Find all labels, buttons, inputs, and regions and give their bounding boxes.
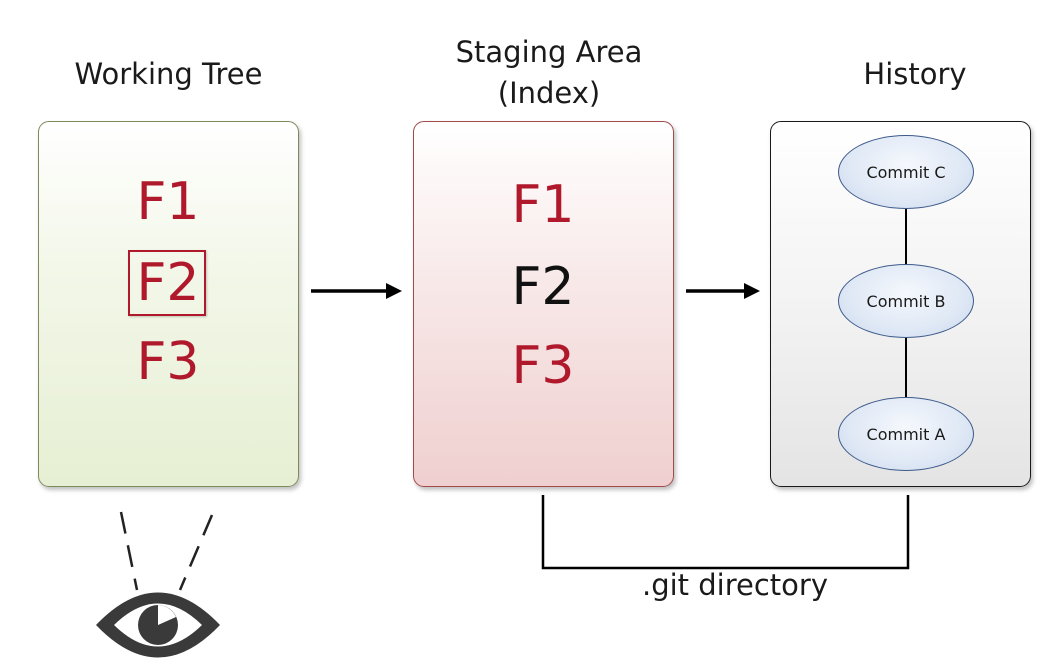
staging-file-f1: F1 xyxy=(511,175,575,235)
working-tree-panel xyxy=(38,121,299,487)
commit-a-node: Commit A xyxy=(838,397,974,471)
git-directory-bracket xyxy=(541,495,910,570)
staging-area-title: Staging Area xyxy=(455,35,643,69)
commit-c-node: Commit C xyxy=(838,135,974,209)
history-title: History xyxy=(863,57,967,91)
arrow-right-icon xyxy=(686,283,760,299)
commit-b-node: Commit B xyxy=(838,264,974,338)
git-directory-label: .git directory xyxy=(642,568,829,602)
working-tree-title: Working Tree xyxy=(74,57,263,91)
staging-area-panel xyxy=(413,121,674,487)
eye-icon xyxy=(96,592,220,658)
working-file-f1: F1 xyxy=(136,172,200,232)
sight-line-left xyxy=(119,511,139,591)
modified-file-highlight xyxy=(128,250,206,316)
staging-file-f3: F3 xyxy=(511,336,575,396)
arrow-right-icon xyxy=(311,283,402,299)
working-file-f3: F3 xyxy=(136,332,200,392)
working-file-f2: F2 xyxy=(136,253,200,313)
sight-line-right xyxy=(178,514,214,591)
staging-area-subtitle: (Index) xyxy=(497,76,601,110)
staging-file-f2: F2 xyxy=(511,257,575,317)
